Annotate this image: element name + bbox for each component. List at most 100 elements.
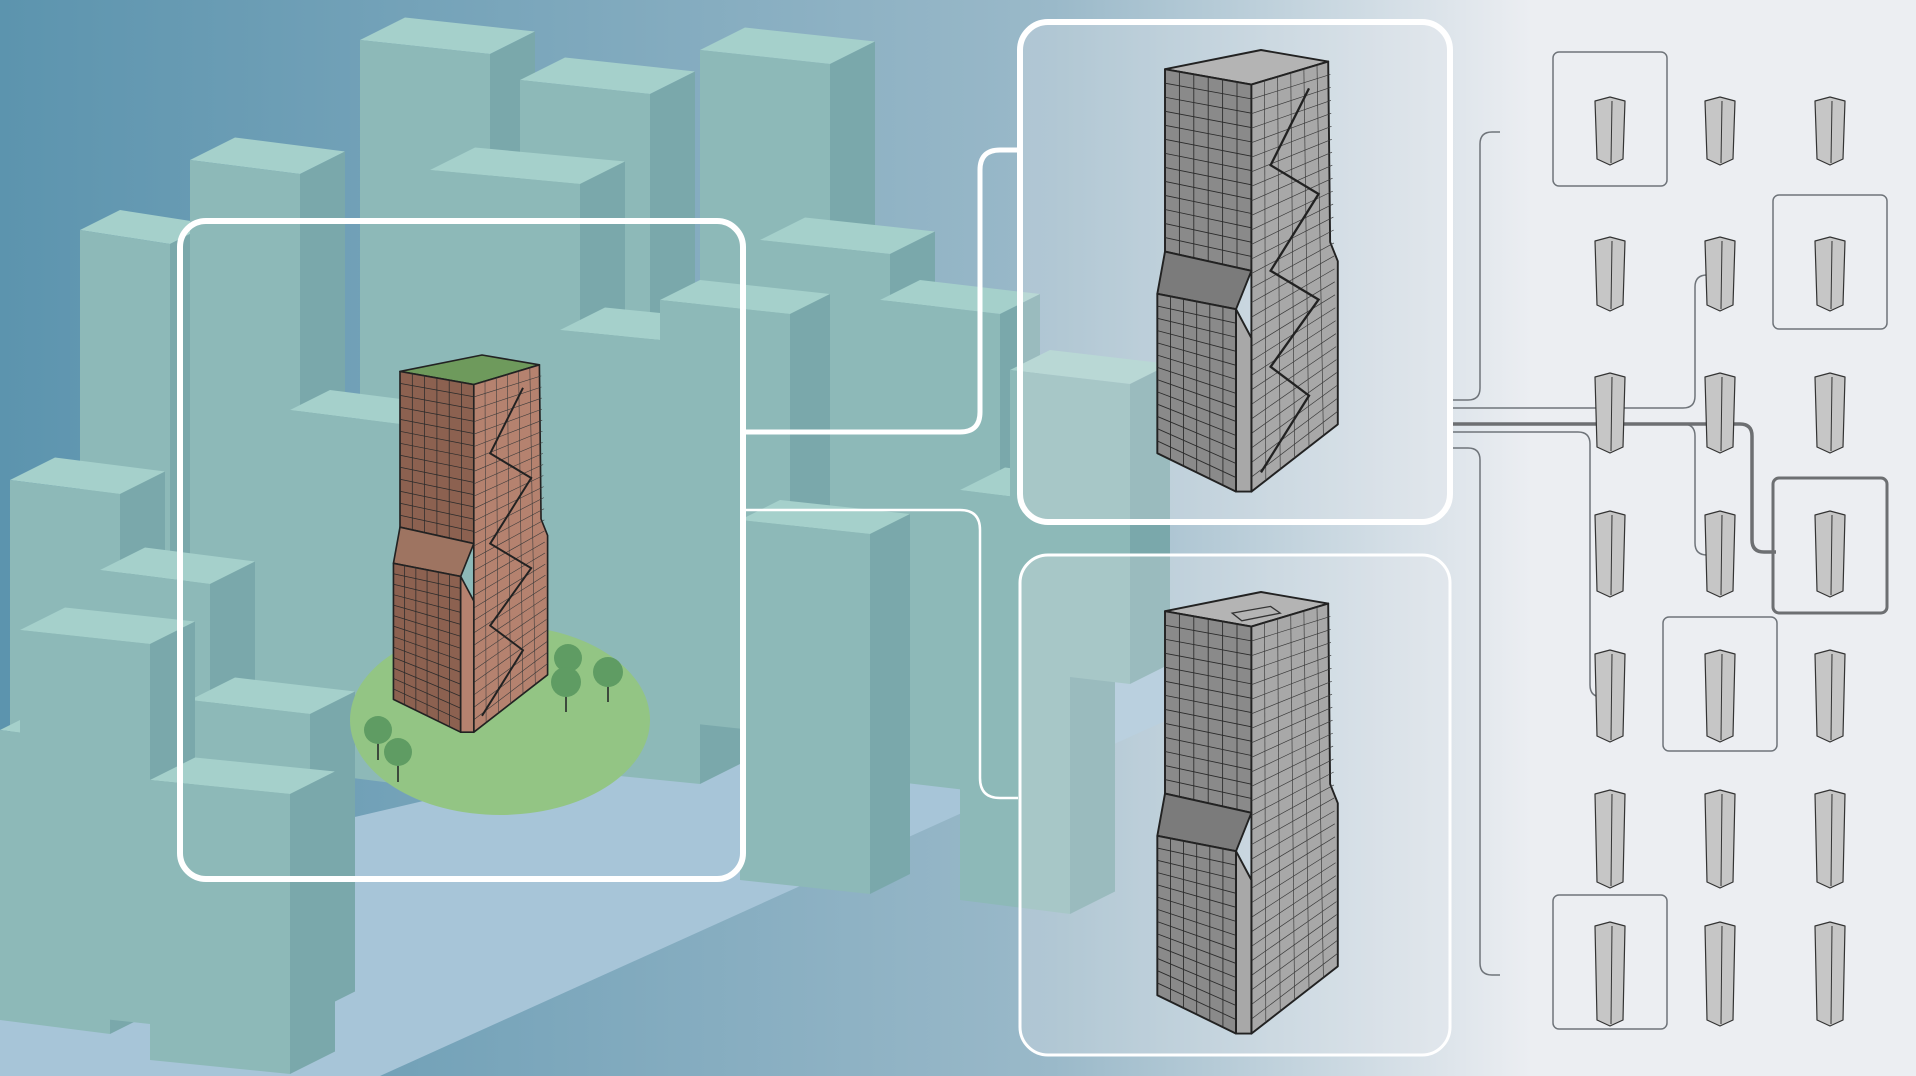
facade-grid-line	[1316, 65, 1324, 436]
tower-bracing-line	[1260, 87, 1321, 474]
facade-grid-line	[484, 381, 487, 723]
facade-grid-line	[1303, 611, 1310, 989]
variant-highlight-frame	[1662, 616, 1778, 752]
variant-thumbnail[interactable]	[1594, 372, 1626, 454]
variant-massing	[1814, 649, 1846, 743]
variant-thumbnail[interactable]	[1662, 616, 1778, 752]
variant-thumbnail[interactable]	[1814, 789, 1846, 889]
context-block-roof	[150, 757, 335, 794]
variant-edge	[1720, 240, 1723, 310]
variant-massing	[1814, 789, 1846, 889]
context-block-face	[20, 630, 150, 1024]
variant-highlight-frame	[1552, 894, 1668, 1030]
variant-thumbnail[interactable]	[1704, 510, 1736, 598]
facade-grid-line	[1290, 615, 1295, 1001]
context-block-roof	[1010, 350, 1170, 384]
variant-grid	[1552, 51, 1889, 1030]
facade-grid-line	[1277, 618, 1281, 1012]
variant-thumbnail[interactable]	[1704, 96, 1736, 166]
context-block-face	[1010, 370, 1130, 684]
facade-grid-line	[1277, 76, 1281, 470]
variant-edge	[1720, 100, 1723, 164]
variant-thumbnail[interactable]	[1704, 921, 1736, 1027]
tree-icon	[384, 738, 412, 766]
variant-thumbnail[interactable]	[1704, 372, 1736, 454]
facade-grid-line	[1303, 69, 1310, 447]
design-option-b-panel[interactable]	[1018, 553, 1452, 1057]
variant-massing	[1814, 510, 1846, 598]
variant-thumbnail[interactable]	[1552, 51, 1668, 187]
context-block-roof	[190, 677, 355, 714]
variant-thumbnail[interactable]	[1704, 236, 1736, 312]
variant-massing	[1704, 921, 1736, 1027]
variant-edge	[1610, 514, 1613, 596]
facade-grid-line	[1264, 80, 1267, 481]
tower-corner	[1235, 308, 1253, 493]
facade-grid-line	[529, 368, 536, 685]
variant-thumbnail[interactable]	[1814, 372, 1846, 454]
facade-grid-line	[1264, 622, 1267, 1023]
connector-site-to-option-b	[746, 508, 1018, 800]
variant-edge	[1720, 925, 1723, 1025]
tower-side	[472, 364, 549, 734]
variant-edge	[1830, 240, 1833, 310]
variant-massing	[1814, 372, 1846, 454]
variant-edge	[1830, 514, 1833, 596]
variant-edge	[1720, 653, 1723, 741]
context-block	[150, 757, 335, 1074]
tree-icon	[364, 716, 392, 744]
variant-massing	[1594, 921, 1626, 1027]
variant-thumbnail[interactable]	[1771, 476, 1889, 615]
context-block-face	[740, 520, 870, 894]
design-option-b-tower	[1156, 591, 1339, 1035]
roof-hatch	[1230, 605, 1282, 622]
variant-edge	[1830, 793, 1833, 887]
variant-thumbnail[interactable]	[1814, 649, 1846, 743]
context-block-roof	[190, 137, 345, 174]
variant-edge	[1610, 100, 1613, 164]
variant-massing	[1814, 921, 1846, 1027]
city-context	[0, 17, 1170, 1074]
facade-grid-line	[1290, 73, 1295, 459]
variant-thumbnail[interactable]	[1772, 194, 1888, 330]
connector-option-to-variant	[1452, 274, 1715, 409]
tower-side	[1250, 602, 1339, 1035]
tower-side	[1250, 60, 1339, 493]
variant-massing	[1594, 510, 1626, 598]
design-option-a-panel[interactable]	[1017, 19, 1453, 525]
tower-bracing-line	[481, 387, 533, 717]
context-block-face	[150, 780, 290, 1074]
variant-edge	[1610, 376, 1613, 452]
facade-grid-line	[518, 371, 524, 694]
tower-corner	[1235, 850, 1253, 1035]
connector-option-to-variant	[1452, 447, 1500, 976]
variant-thumbnail[interactable]	[1594, 649, 1626, 743]
variant-edge	[1610, 653, 1613, 741]
variant-thumbnail[interactable]	[1594, 789, 1626, 889]
variant-thumbnail[interactable]	[1814, 921, 1846, 1027]
connector-lines	[746, 131, 1776, 976]
context-block-roof	[80, 210, 210, 244]
variant-highlight-frame	[1772, 194, 1888, 330]
context-block-roof	[740, 500, 910, 534]
design-option-a-tower	[1156, 49, 1339, 493]
variant-thumbnail[interactable]	[1594, 236, 1626, 312]
site-view-frame[interactable]	[177, 218, 746, 882]
variant-thumbnail[interactable]	[1552, 894, 1668, 1030]
variant-massing	[1704, 96, 1736, 166]
context-block-roof	[520, 57, 695, 94]
connector-site-to-option-a	[746, 147, 1018, 435]
variant-thumbnail[interactable]	[1814, 96, 1846, 166]
variant-massing	[1594, 96, 1626, 166]
context-block-side	[870, 514, 910, 894]
variant-thumbnail[interactable]	[1704, 789, 1736, 889]
proposed-tower	[350, 354, 650, 815]
variant-edge	[1830, 653, 1833, 741]
variant-edge	[1720, 793, 1723, 887]
variant-highlight-frame	[1552, 51, 1668, 187]
variant-massing	[1594, 649, 1626, 743]
context-block-roof	[20, 607, 195, 644]
variant-thumbnail[interactable]	[1594, 510, 1626, 598]
tree-icon	[593, 657, 623, 687]
